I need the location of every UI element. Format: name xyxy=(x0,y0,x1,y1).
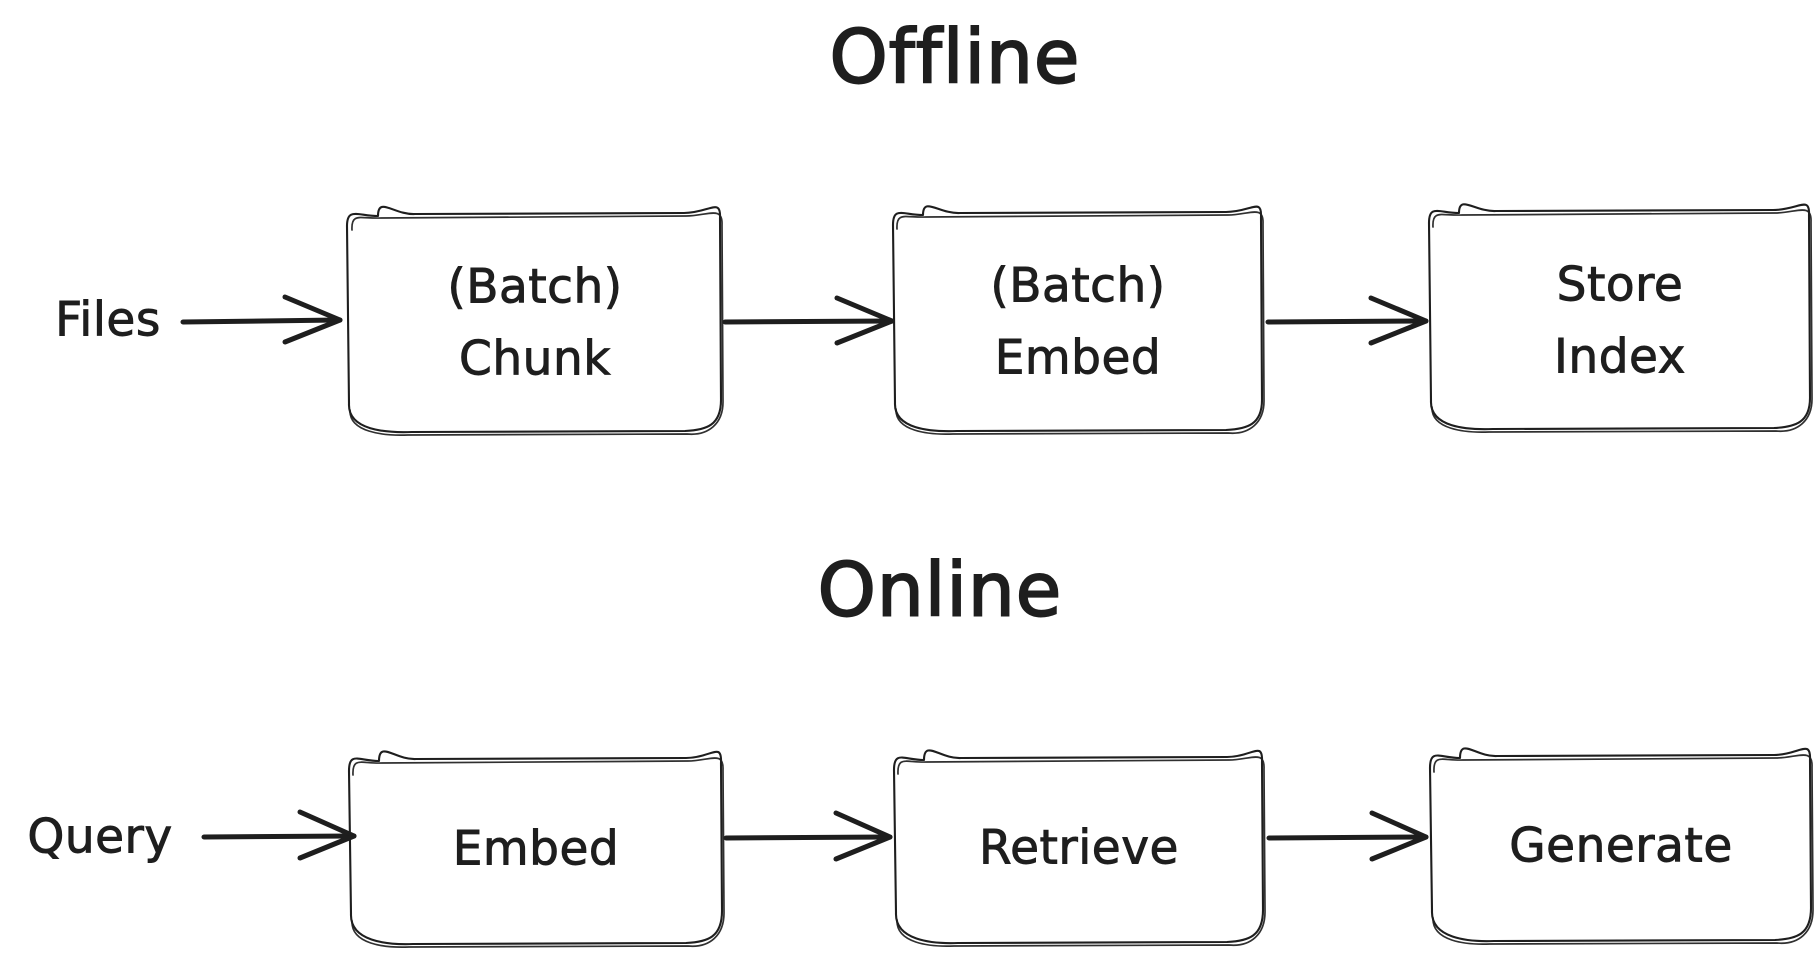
node-batch-chunk-line2: Chunk xyxy=(459,332,611,387)
node-batch-embed-line1: (Batch) xyxy=(990,259,1165,314)
online-input-label: Query xyxy=(27,810,172,865)
arrow-query-to-embed xyxy=(201,809,357,861)
node-retrieve[interactable]: Retrieve xyxy=(892,749,1266,947)
arrow-embed-to-retrieve xyxy=(723,810,893,862)
node-batch-embed[interactable]: (Batch) Embed xyxy=(891,205,1265,435)
node-store-index[interactable]: Store Index xyxy=(1427,203,1813,433)
node-store-index-line2: Index xyxy=(1554,330,1686,385)
node-generate[interactable]: Generate xyxy=(1428,747,1814,945)
node-embed[interactable]: Embed xyxy=(347,750,725,948)
online-section-title: Online xyxy=(818,548,1063,634)
node-store-index-line1: Store xyxy=(1557,258,1684,313)
offline-section-title: Offline xyxy=(830,15,1081,101)
arrow-batch-chunk-to-batch-embed xyxy=(722,295,895,346)
node-retrieve-label: Retrieve xyxy=(979,821,1179,876)
offline-input-label: Files xyxy=(55,293,161,348)
node-batch-chunk[interactable]: (Batch) Chunk xyxy=(345,205,724,436)
node-batch-embed-line2: Embed xyxy=(995,331,1162,386)
arrow-retrieve-to-generate xyxy=(1266,810,1429,862)
node-generate-label: Generate xyxy=(1509,819,1733,874)
arrow-batch-embed-to-store-index xyxy=(1265,295,1429,346)
arrow-files-to-batch-chunk xyxy=(180,294,343,345)
node-embed-label: Embed xyxy=(453,822,620,877)
node-batch-chunk-line1: (Batch) xyxy=(447,260,622,315)
